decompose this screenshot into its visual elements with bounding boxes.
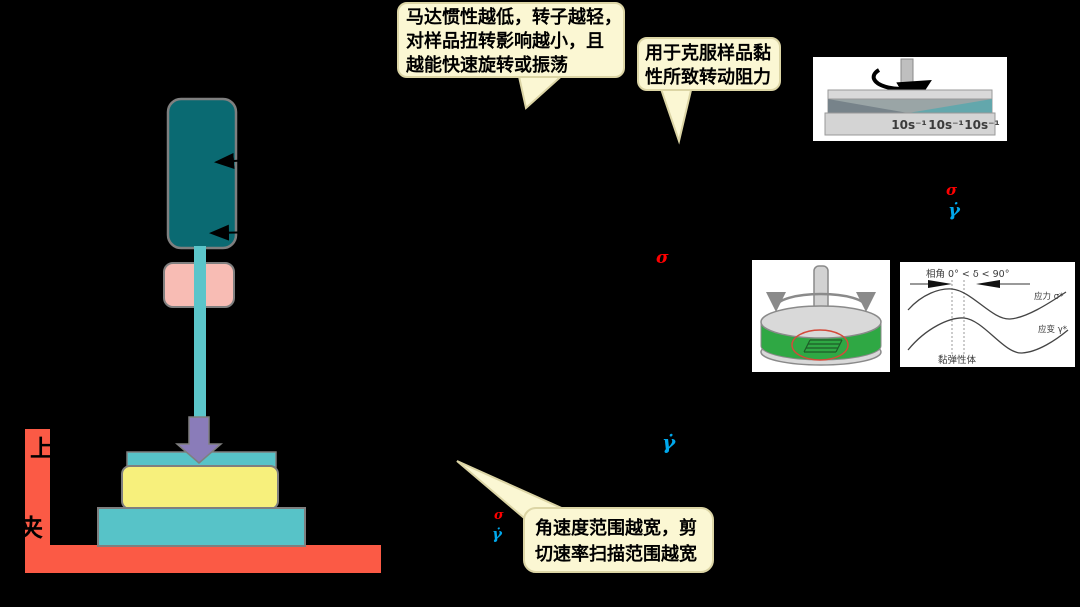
callout-line: 角速度范围越宽，剪 <box>535 518 697 539</box>
lower-plate <box>97 507 306 547</box>
motor-body <box>166 97 238 250</box>
callout-line: 对样品扭转影响越小，且 <box>406 31 604 52</box>
callout-line: 马达惯性越低，转子越轻， <box>406 7 622 28</box>
sample-block <box>121 465 279 510</box>
callout-viscous-drag: 用于克服样品黏 性所致转动阻力 <box>637 37 781 91</box>
phase-angle-graph: 相角 0° < δ < 90° 应力 σ* 应变 γ* 黏弹性体 <box>900 262 1075 367</box>
callout-motor-inertia: 马达惯性越低，转子越轻， 对样品扭转影响越小，且 越能快速旋转或振荡 <box>397 2 625 78</box>
upper-cone-plate <box>827 89 993 100</box>
stress-curve <box>907 288 1067 320</box>
rotating-plate-image <box>752 260 890 372</box>
phase-angle-title: 相角 0° < δ < 90° <box>926 268 1009 280</box>
sigma-symbol: σ <box>494 508 504 523</box>
gamma-dot-symbol: γ̇ <box>948 200 960 221</box>
rotation-arrow-icon <box>871 68 932 110</box>
shear-hatch-lines <box>803 339 843 353</box>
gamma-dot-symbol: γ̇ <box>492 525 502 543</box>
shear-rate-label: 10s⁻¹ <box>891 118 926 132</box>
shear-rate-image: 10s⁻¹ 10s⁻¹ 10s⁻¹ <box>813 57 1007 141</box>
normal-force-arrow <box>174 416 224 464</box>
bubble-viscous-tail <box>658 85 694 145</box>
base-plate <box>824 112 996 136</box>
upper-fixture-label: 上 <box>30 436 53 462</box>
lower-fixture-label: 夹 <box>19 514 43 542</box>
phase-arrow-right-head <box>976 280 1000 288</box>
cone-sample-teal <box>908 99 992 113</box>
rotating-plate-drawing <box>760 265 882 366</box>
callout-line: 用于克服样品黏 <box>645 43 771 64</box>
drive-shaft <box>194 246 206 419</box>
strain-label: 应变 γ* <box>1038 324 1067 335</box>
gamma-dot-symbol: γ̇ <box>662 430 676 454</box>
highlight-ellipse <box>791 329 849 361</box>
cone-wedge-dark <box>828 99 908 113</box>
strain-curve <box>907 317 1069 354</box>
top-plate-ellipse <box>760 305 882 339</box>
sigma-symbol: σ <box>656 248 669 268</box>
callout-line: 性所致转动阻力 <box>645 67 771 88</box>
callout-angular-velocity: 角速度范围越宽，剪 切速率扫描范围越宽 <box>523 507 714 573</box>
shear-rate-label: 10s⁻¹ <box>964 118 999 132</box>
stress-label: 应力 σ* <box>1034 291 1063 302</box>
instrument-frame <box>25 429 381 573</box>
oscillation-arrow-icon <box>766 291 876 312</box>
sigma-symbol: σ <box>946 181 958 199</box>
shear-rate-label: 10s⁻¹ <box>928 118 963 132</box>
bearing-pointer-arrow <box>209 224 311 241</box>
phase-angle-drawing: 相角 0° < δ < 90° 应力 σ* 应变 γ* 黏弹性体 <box>907 268 1069 366</box>
callout-line: 越能快速旋转或振荡 <box>406 55 568 76</box>
motor-pointer-arrow <box>214 152 311 169</box>
callout-line: 切速率扫描范围越宽 <box>535 544 697 565</box>
viscoelastic-caption: 黏弹性体 <box>938 354 977 366</box>
phase-arrow-left-head <box>928 280 952 288</box>
shear-rate-drawing: 10s⁻¹ 10s⁻¹ 10s⁻¹ <box>824 58 1000 136</box>
